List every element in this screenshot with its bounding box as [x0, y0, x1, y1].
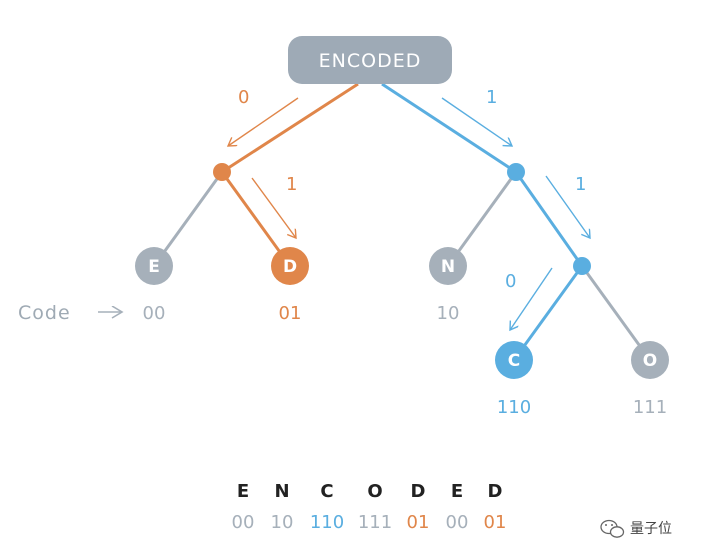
internal-node-right — [507, 163, 525, 181]
edge-label-left-right: 1 — [286, 174, 297, 195]
edge-label-root-right: 1 — [486, 87, 497, 108]
encoded-bits: 00 10 110 111 01 00 01 — [232, 512, 507, 533]
edge-label-rr-left: 0 — [505, 271, 516, 292]
code-row-label: Code — [18, 302, 71, 324]
edge-right-rr — [514, 171, 584, 267]
arrow-rr-left — [510, 267, 553, 330]
leaf-letter-d: D — [283, 257, 297, 277]
edge-label-root-left: 0 — [238, 87, 249, 108]
encoded-word: E N C O D E D — [237, 481, 503, 502]
edge-root-left — [221, 82, 359, 174]
encoded-bit-group: 110 — [310, 512, 344, 533]
encoded-bit-group: 01 — [407, 512, 430, 533]
encoded-bit-group: 111 — [358, 512, 392, 533]
internal-node-left — [213, 163, 231, 181]
encoded-letter: D — [488, 481, 503, 502]
leaf-letter-e: E — [148, 257, 160, 277]
leaf-letter-n: N — [441, 257, 455, 277]
edge-right-n — [446, 171, 518, 267]
encoded-letter: O — [367, 481, 382, 502]
encoded-letter: E — [237, 481, 249, 502]
edge-rr-o — [580, 265, 652, 361]
arrow-left-right — [251, 177, 296, 238]
encoded-letter: D — [411, 481, 426, 502]
tree-edges — [152, 82, 652, 361]
leaf-node-c: C — [495, 341, 533, 379]
wechat-icon — [600, 519, 625, 538]
encoded-bit-group: 10 — [271, 512, 294, 533]
arrow-root-right — [441, 97, 512, 146]
root-label: ENCODED — [319, 50, 422, 72]
encoded-letter: N — [274, 481, 289, 502]
leaf-node-d: D — [271, 247, 309, 285]
internal-node-right-right — [573, 257, 591, 275]
encoded-letter: C — [320, 481, 333, 502]
watermark-text: 量子位 — [630, 521, 672, 537]
watermark: 量子位 — [600, 519, 672, 538]
leaf-code-e: 00 — [143, 303, 166, 324]
encoded-bit-group: 00 — [446, 512, 469, 533]
leaf-code-d: 01 — [279, 303, 302, 324]
edge-rr-c — [512, 265, 584, 361]
encoded-bit-group: 01 — [484, 512, 507, 533]
traversal-arrows — [228, 97, 590, 330]
encoded-bit-group: 00 — [232, 512, 255, 533]
leaf-letter-c: C — [508, 351, 520, 371]
leaf-code-n: 10 — [437, 303, 460, 324]
encoded-letter: E — [451, 481, 463, 502]
edge-left-d — [220, 171, 292, 267]
edge-left-e — [152, 171, 224, 267]
leaf-code-o: 111 — [633, 397, 667, 418]
edge-label-right-right: 1 — [575, 174, 586, 195]
arrow-right-right — [545, 175, 590, 238]
leaf-node-e: E — [135, 247, 173, 285]
leaf-node-o: O — [631, 341, 669, 379]
leaf-code-c: 110 — [497, 397, 531, 418]
leaf-node-n: N — [429, 247, 467, 285]
edge-root-right — [381, 82, 517, 174]
leaf-letter-o: O — [643, 351, 657, 371]
root-node: ENCODED — [288, 36, 452, 84]
arrow-root-left — [228, 97, 299, 146]
